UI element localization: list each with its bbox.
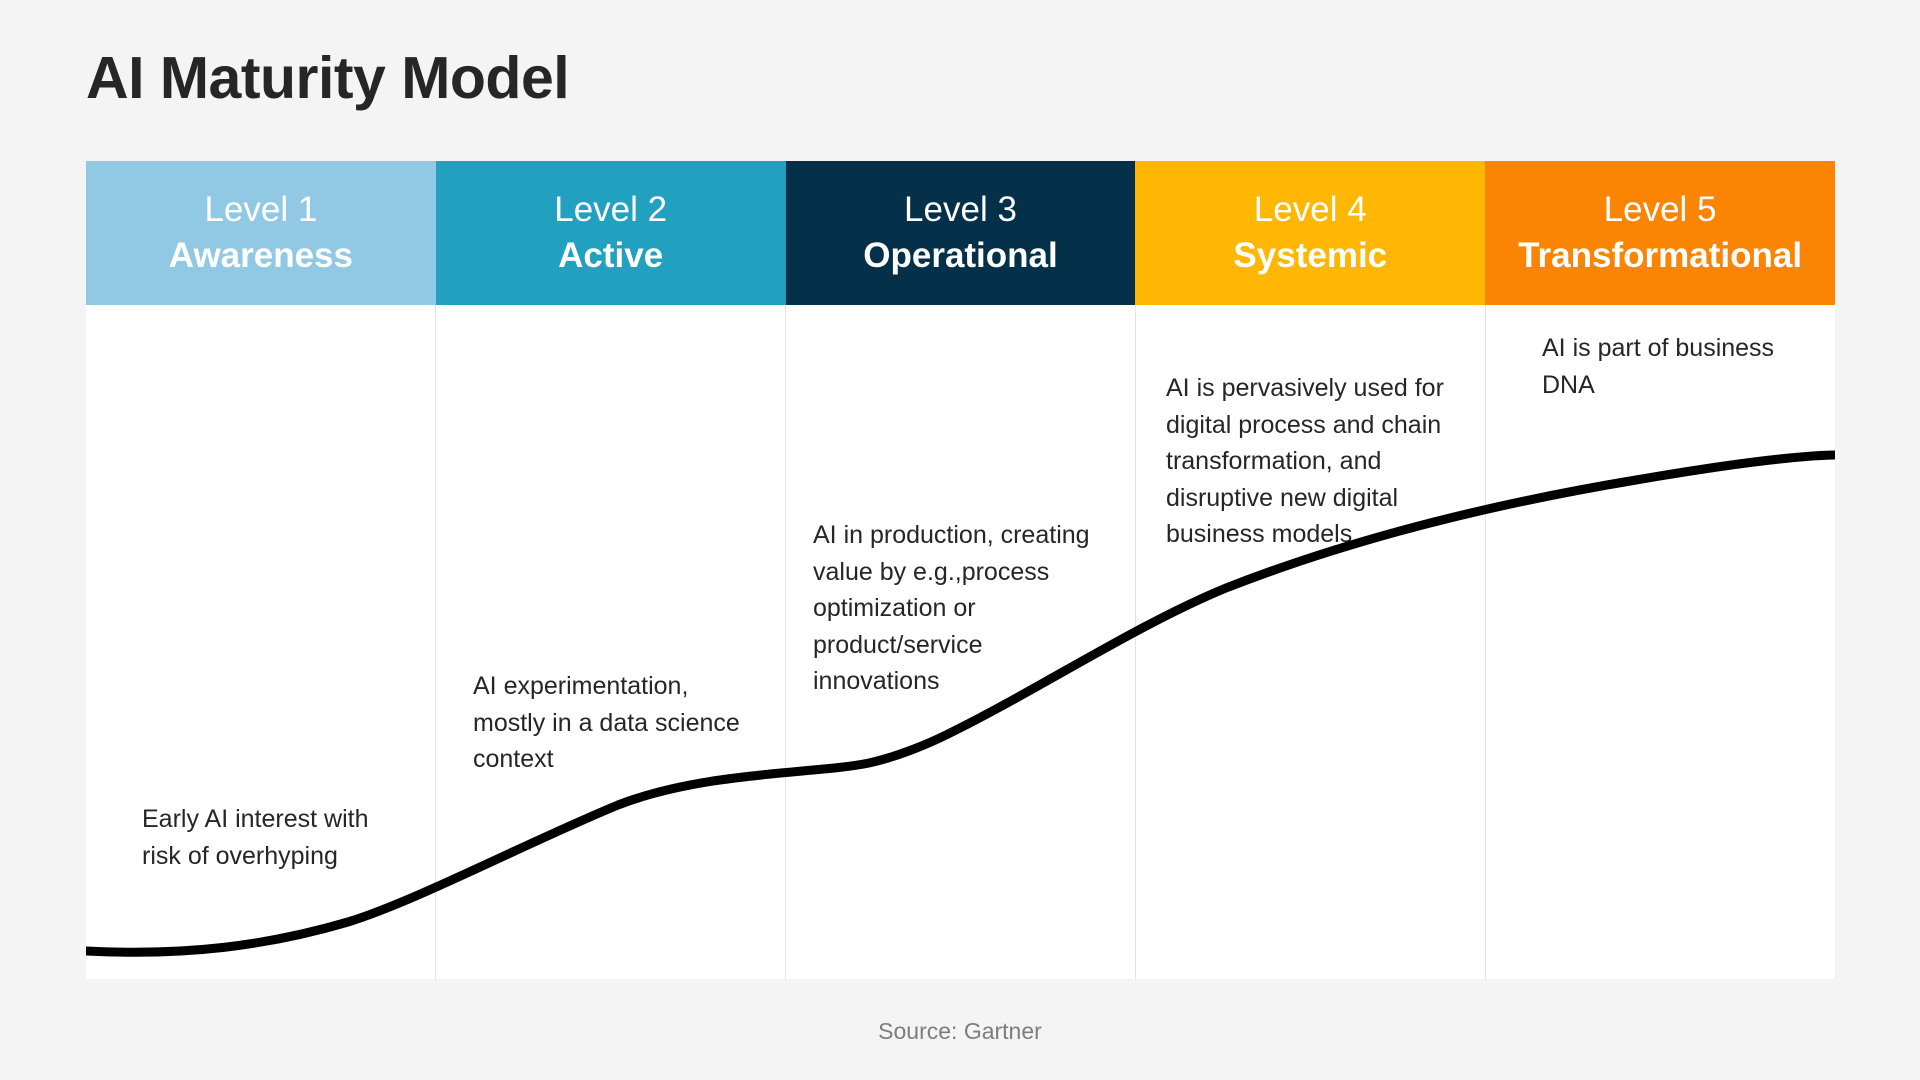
level-headers: Level 1 Awareness Level 2 Active Level 3… [86, 161, 1835, 305]
level-4-description-line: digital process and chain [1166, 410, 1442, 439]
level-4-description-line: disruptive new digital [1166, 483, 1399, 512]
level-3-description: AI in production, creating value by e.g.… [813, 517, 1090, 700]
level-3-description-line: value by e.g.,process [813, 557, 1050, 586]
level-1-column: Early AI interest with risk of overhypin… [86, 305, 436, 979]
level-3-name: Operational [863, 236, 1058, 275]
level-4-description-line: transformation, and [1166, 447, 1382, 475]
level-4-header: Level 4 Systemic [1135, 161, 1486, 305]
level-5-column: AI is part of business DNA [1486, 305, 1835, 979]
level-2-description: AI experimentation, mostly in a data sci… [473, 668, 740, 778]
level-3-description-line: optimization or [813, 594, 976, 622]
level-columns: Early AI interest with risk of overhypin… [86, 305, 1835, 979]
level-5-description-line: DNA [1542, 370, 1595, 399]
level-5-header: Level 5 Transformational [1485, 161, 1835, 305]
source-note: Source: Gartner [878, 1018, 1042, 1044]
level-3-number: Level 3 [904, 190, 1017, 229]
level-1-description-line: Early AI interest with [142, 805, 369, 833]
level-4-description-line: business models [1166, 520, 1353, 548]
level-3-header: Level 3 Operational [785, 161, 1136, 305]
level-1-name: Awareness [168, 236, 353, 275]
level-2-description-line: mostly in a data science [473, 708, 740, 737]
level-3-description-line: innovations [813, 667, 940, 695]
page-title: AI Maturity Model [86, 45, 570, 111]
level-2-column: AI experimentation, mostly in a data sci… [436, 305, 786, 979]
level-4-description: AI is pervasively used for digital proce… [1166, 370, 1444, 553]
level-2-description-line: context [473, 745, 554, 773]
level-5-name: Transformational [1518, 236, 1803, 275]
level-2-number: Level 2 [554, 190, 668, 229]
level-3-column: AI in production, creating value by e.g.… [786, 305, 1136, 979]
level-4-column: AI is pervasively used for digital proce… [1136, 305, 1486, 979]
level-1-number: Level 1 [204, 190, 318, 229]
level-2-description-line: AI experimentation, [473, 672, 689, 700]
level-1-header: Level 1 Awareness [86, 161, 436, 305]
level-5-description-line: AI is part of business [1542, 334, 1775, 362]
level-1-description-line: risk of overhyping [142, 841, 338, 870]
level-1-description: Early AI interest with risk of overhypin… [142, 801, 368, 874]
level-3-description-line: AI in production, creating [813, 521, 1090, 549]
level-5-description: AI is part of business DNA [1542, 330, 1774, 403]
level-4-number: Level 4 [1253, 190, 1367, 229]
level-4-description-line: AI is pervasively used for [1166, 374, 1444, 402]
level-3-description-line: product/service [813, 630, 983, 659]
level-2-header: Level 2 Active [435, 161, 786, 305]
maturity-board: Level 1 Awareness Level 2 Active Level 3… [86, 161, 1835, 979]
level-4-name: Systemic [1233, 236, 1388, 275]
level-5-number: Level 5 [1603, 190, 1717, 229]
level-2-name: Active [558, 236, 664, 275]
